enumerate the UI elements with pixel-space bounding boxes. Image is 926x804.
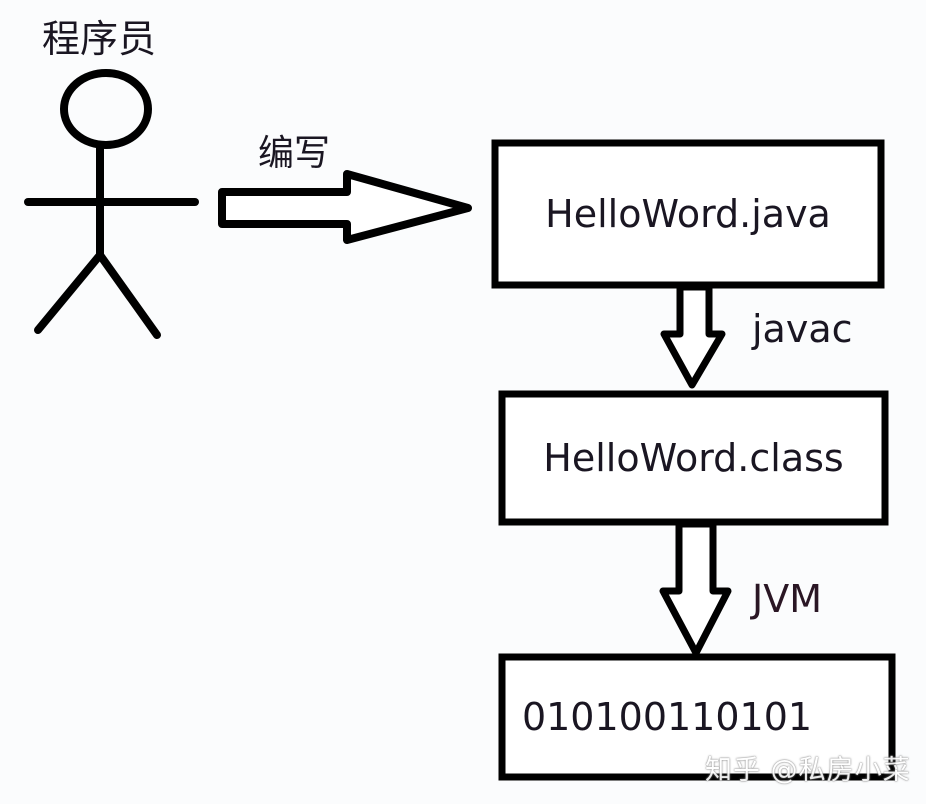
programmer-stick-figure-icon: [24, 69, 199, 339]
write-arrow-icon: [218, 170, 472, 244]
figure-head: [60, 69, 152, 149]
compile-edge-label: javac: [752, 307, 853, 351]
actor-label: 程序员: [42, 17, 157, 61]
machine-code-box: [498, 653, 896, 781]
bytecode-file-label: HelloWord.class: [543, 436, 844, 480]
compile-arrow-icon: [660, 283, 726, 389]
write-edge-label: 编写: [258, 133, 331, 174]
source-file-label: HelloWord.java: [545, 192, 831, 236]
figure-left-leg: [34, 251, 104, 334]
machine-code-label: 010100110101: [521, 695, 813, 739]
source-file-box: [491, 139, 885, 289]
bytecode-file-box: [498, 390, 889, 526]
watermark: 知乎 @私房小菜: [705, 755, 911, 786]
execute-arrow-icon: [659, 520, 732, 657]
execute-edge-label: JVM: [752, 577, 822, 621]
figure-right-leg: [96, 251, 161, 339]
